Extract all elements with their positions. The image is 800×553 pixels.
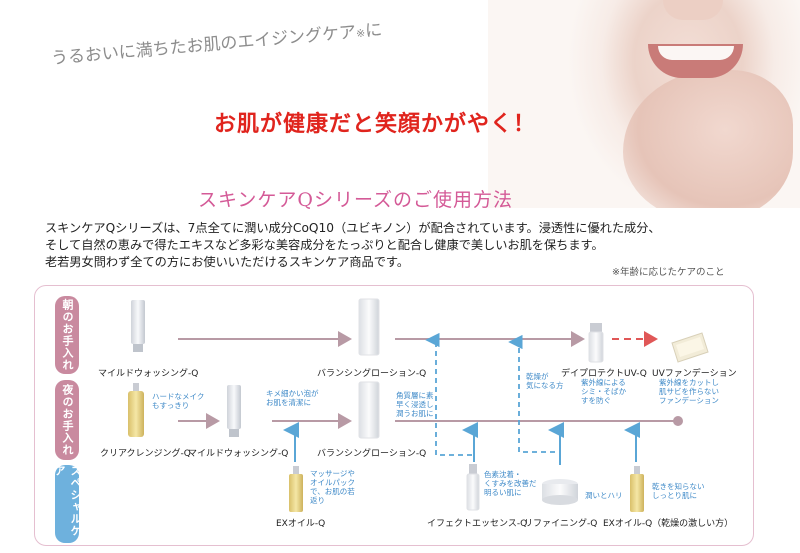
product-uv-foundation-image [671, 332, 709, 363]
note-dullness: 色素沈着・くすみを改善だ明るい肌に [484, 470, 537, 497]
headline: お肌が健康だと笑顔かがやく！ [214, 111, 537, 137]
product-effect-essence-image [466, 464, 480, 511]
product-ex-oil-image [289, 466, 303, 512]
label-mild-washing-pm: マイルドウォッシング-Q [188, 449, 289, 459]
intro-line-3: 老若男女問わず全ての方にお使いいただけるスキンケア商品です。 [45, 255, 410, 269]
note-hard-makeup: ハードなメイクもすっきり [152, 392, 205, 410]
intro-line-1: スキンケアQシリーズは、7点全てに潤い成分CoQ10（ユビキノン）が配合されてい… [45, 221, 661, 235]
label-day-protect-uv: デイプロテクトUV-Q [561, 369, 647, 379]
dashed-connector-2 [508, 334, 561, 465]
hand-shape [623, 70, 793, 208]
product-balancing-lotion-pm-image [358, 381, 380, 439]
note-elasticity: 潤いとハリ [585, 491, 623, 500]
smiling-woman-photo [488, 0, 800, 208]
label-balancing-lotion-am: バランシングローション-Q [317, 369, 427, 379]
row-label-night: 夜のお手入れ [55, 380, 79, 460]
row-label-morning: 朝のお手入れ [55, 296, 79, 374]
note-no-dryness: 乾きを知らないしっとり肌に [652, 482, 705, 500]
product-mild-washing-am-image [131, 300, 145, 352]
hero-banner: うるおいに満ちたお肌のエイジングケア※に お肌が健康だと笑顔かがやく！ [0, 0, 800, 210]
label-mild-washing-am: マイルドウォッシング-Q [98, 369, 199, 379]
label-effect-essence: イフェクトエッセンス-Q [427, 519, 528, 529]
nose-shape [663, 0, 723, 20]
note-stratum: 角質層に素早く浸透し潤うお肌に [396, 391, 434, 418]
label-balancing-lotion-pm: バランシングローション-Q [317, 449, 427, 459]
section-title: スキンケアQシリーズのご使用方法 [198, 189, 514, 211]
row-label-special: スペシャルケア [53, 465, 82, 543]
label-ex-oil-dry: EXオイル-Q（乾燥の激しい方） [603, 519, 734, 529]
note-massage: マッサージやオイルパックで、お肌の若返り [310, 469, 355, 505]
intro-text: スキンケアQシリーズは、7点全てに潤い成分CoQ10（ユビキノン）が配合されてい… [45, 220, 765, 271]
dashed-connector-1 [425, 332, 475, 462]
note-fine-foam: キメ細かい泡がお肌を清潔に [266, 389, 319, 407]
intro-line-2: そして自然の恵みで得たエキスなど多彩な美容成分をたっぷりと配合し健康で美しいお肌… [45, 238, 604, 252]
note-uv-cut: 紫外線をカットし肌サビを作らないファンデーション [659, 378, 719, 405]
teeth-shape [658, 46, 734, 60]
footnote: ※年齢に応じたケアのこと [612, 267, 725, 278]
night-timeline-end-dot [673, 416, 683, 426]
label-uv-foundation: UVファンデーション [652, 369, 737, 379]
product-day-protect-uv-image [588, 323, 604, 363]
product-refining-image [542, 479, 578, 505]
product-clear-cleansing-image [128, 383, 144, 437]
label-clear-cleansing: クリアクレンジング-Q [100, 449, 191, 459]
product-ex-oil-dry-image [630, 466, 644, 512]
label-ex-oil: EXオイル-Q [276, 519, 326, 529]
label-refining: リファイニング-Q [524, 519, 598, 529]
product-balancing-lotion-am-image [358, 298, 380, 356]
note-dry-concern: 乾燥が気になる方 [526, 372, 564, 390]
usage-diagram-frame [34, 285, 754, 546]
note-uv-protect: 紫外線によるシミ・そばかすを防ぐ [581, 378, 627, 405]
product-mild-washing-pm-image [227, 385, 241, 437]
